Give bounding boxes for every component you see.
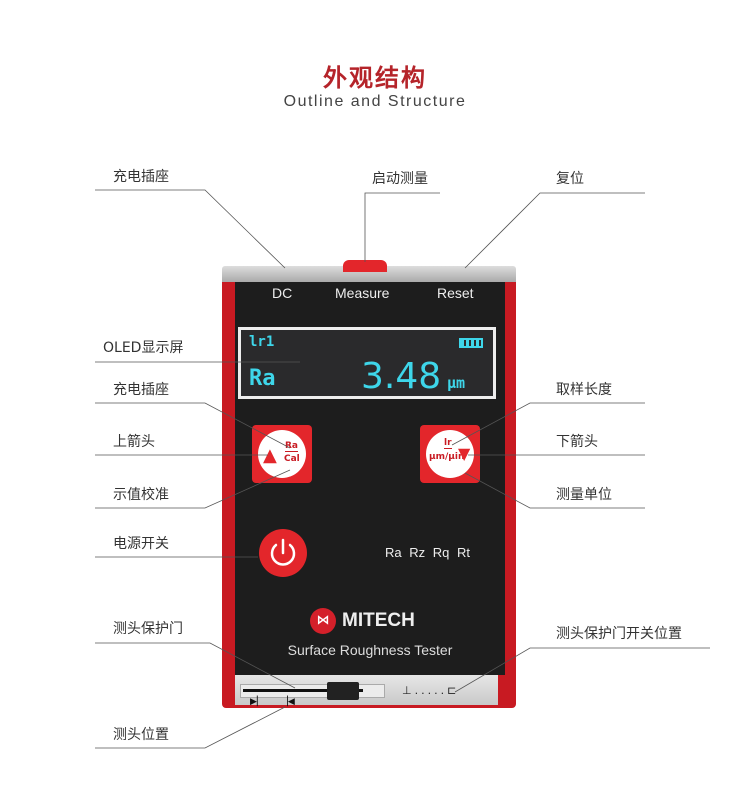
up-key[interactable]: ▲ Ra Cal (252, 425, 312, 483)
callout-down-arrow: 下箭头 (556, 434, 598, 450)
battery-full-icon (459, 338, 483, 348)
callout-up-arrow: 上箭头 (113, 434, 155, 450)
callout-calibration: 示值校准 (113, 487, 169, 503)
dc-label: DC (272, 285, 293, 301)
brand-name: MITECH (342, 610, 415, 631)
product-name: Surface Roughness Tester (287, 642, 453, 658)
screen-value: 3.48 (361, 356, 442, 397)
down-key-top: lr (444, 438, 452, 449)
page-subtitle: Outline and Structure (283, 93, 467, 110)
page-title: 外观结构 (323, 64, 427, 92)
parameter-list: Ra Rz Rq Rt (385, 545, 470, 560)
up-key-face: ▲ Ra Cal (258, 430, 306, 478)
callout-sample-length: 取样长度 (556, 382, 612, 398)
callout-charging-port: 充电插座 (113, 382, 169, 398)
callout-start: 启动测量 (372, 171, 428, 187)
callout-power: 电源开关 (113, 536, 169, 552)
up-key-bottom: Cal (284, 454, 300, 464)
callout-probe-position: 测头位置 (113, 727, 169, 743)
device-top-cap (222, 266, 516, 282)
callout-probe-door: 测头保护门 (113, 621, 183, 637)
probe-slot-bar (243, 689, 363, 692)
callout-door-switch: 测头保护门开关位置 (556, 626, 682, 642)
callout-reset: 复位 (556, 171, 584, 187)
mitech-logo-icon: ⋈ (310, 608, 336, 634)
reset-label: Reset (437, 285, 474, 301)
power-button[interactable] (259, 529, 307, 577)
oled-screen: lr1 Ra 3.48 μm (238, 327, 496, 399)
screen-mode: lr1 (249, 334, 275, 350)
measure-label: Measure (335, 285, 390, 301)
down-key[interactable]: lr μm/μin ▼ (420, 425, 480, 483)
screen-unit: μm (447, 374, 466, 392)
callout-charging-port-top: 充电插座 (113, 169, 169, 185)
up-key-top: Ra (285, 441, 299, 452)
up-arrow-icon: ▲ (263, 445, 277, 466)
probe-door-slider[interactable] (327, 682, 359, 700)
door-switch-indicator[interactable]: ⊥.....⊏ (402, 684, 460, 697)
power-icon (270, 538, 296, 566)
screen-parameter: Ra (249, 366, 276, 391)
brand-logo: ⋈ MITECH (310, 608, 415, 634)
callout-oled: OLED显示屏 (103, 340, 184, 356)
probe-position-marker-icon: ▶▏ ▕◀ (250, 697, 295, 707)
start-measure-button[interactable] (343, 260, 387, 272)
down-key-bottom: μm/μin (429, 452, 465, 462)
down-arrow-icon: ▼ (458, 444, 471, 463)
callout-unit: 测量单位 (556, 487, 612, 503)
down-key-face: lr μm/μin ▼ (426, 430, 474, 478)
